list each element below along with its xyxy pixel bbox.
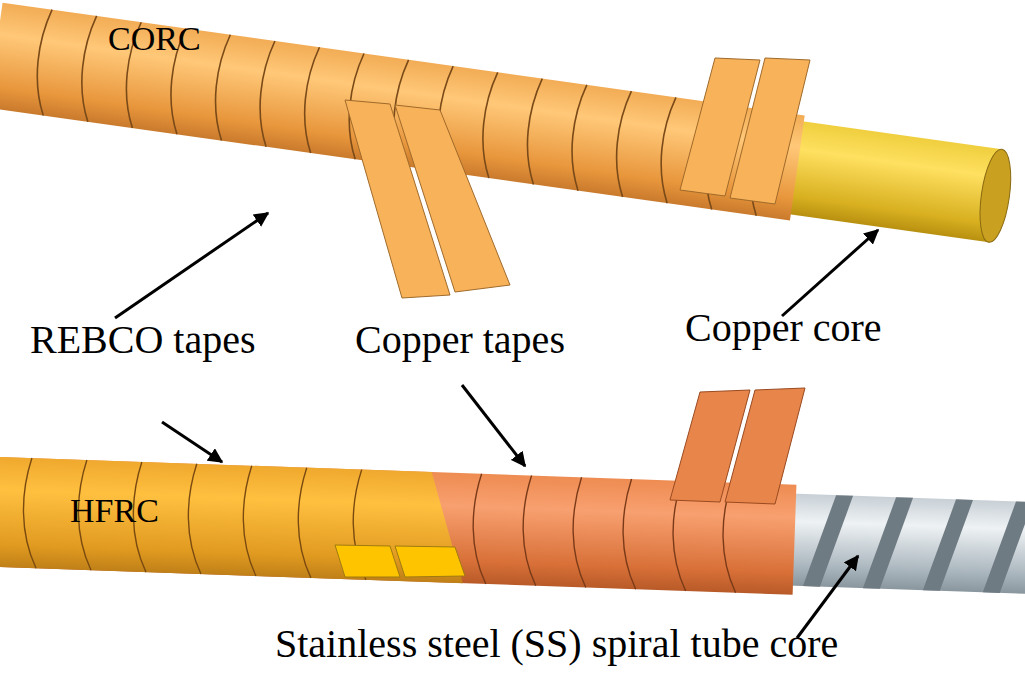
copper-core (786, 121, 1002, 243)
leader-arrow (782, 230, 878, 316)
tape-gaps (21, 458, 369, 580)
part-label: Copper core (685, 306, 882, 350)
tape-flap (395, 546, 465, 577)
hfrc-cable (0, 457, 1025, 604)
part-label: REBCO tapes (30, 318, 256, 362)
leader-arrow (162, 422, 222, 462)
cable-name: HFRC (70, 492, 159, 529)
core-end (975, 147, 1016, 244)
ss-spiral-core (788, 494, 1025, 595)
tape-flap (395, 105, 510, 292)
tape-flap (335, 545, 400, 577)
spiral-slots (803, 494, 1025, 594)
cable-name: CORC (108, 20, 201, 57)
tape-flap (725, 388, 805, 504)
part-label: Stainless steel (SS) spiral tube core (275, 622, 838, 666)
corc-cable (0, 3, 1017, 250)
leader-arrow (115, 213, 268, 318)
rebco-layer (0, 457, 467, 584)
leader-arrow (462, 385, 525, 466)
part-label: Copper tapes (355, 318, 565, 362)
tape-flap (730, 58, 810, 204)
